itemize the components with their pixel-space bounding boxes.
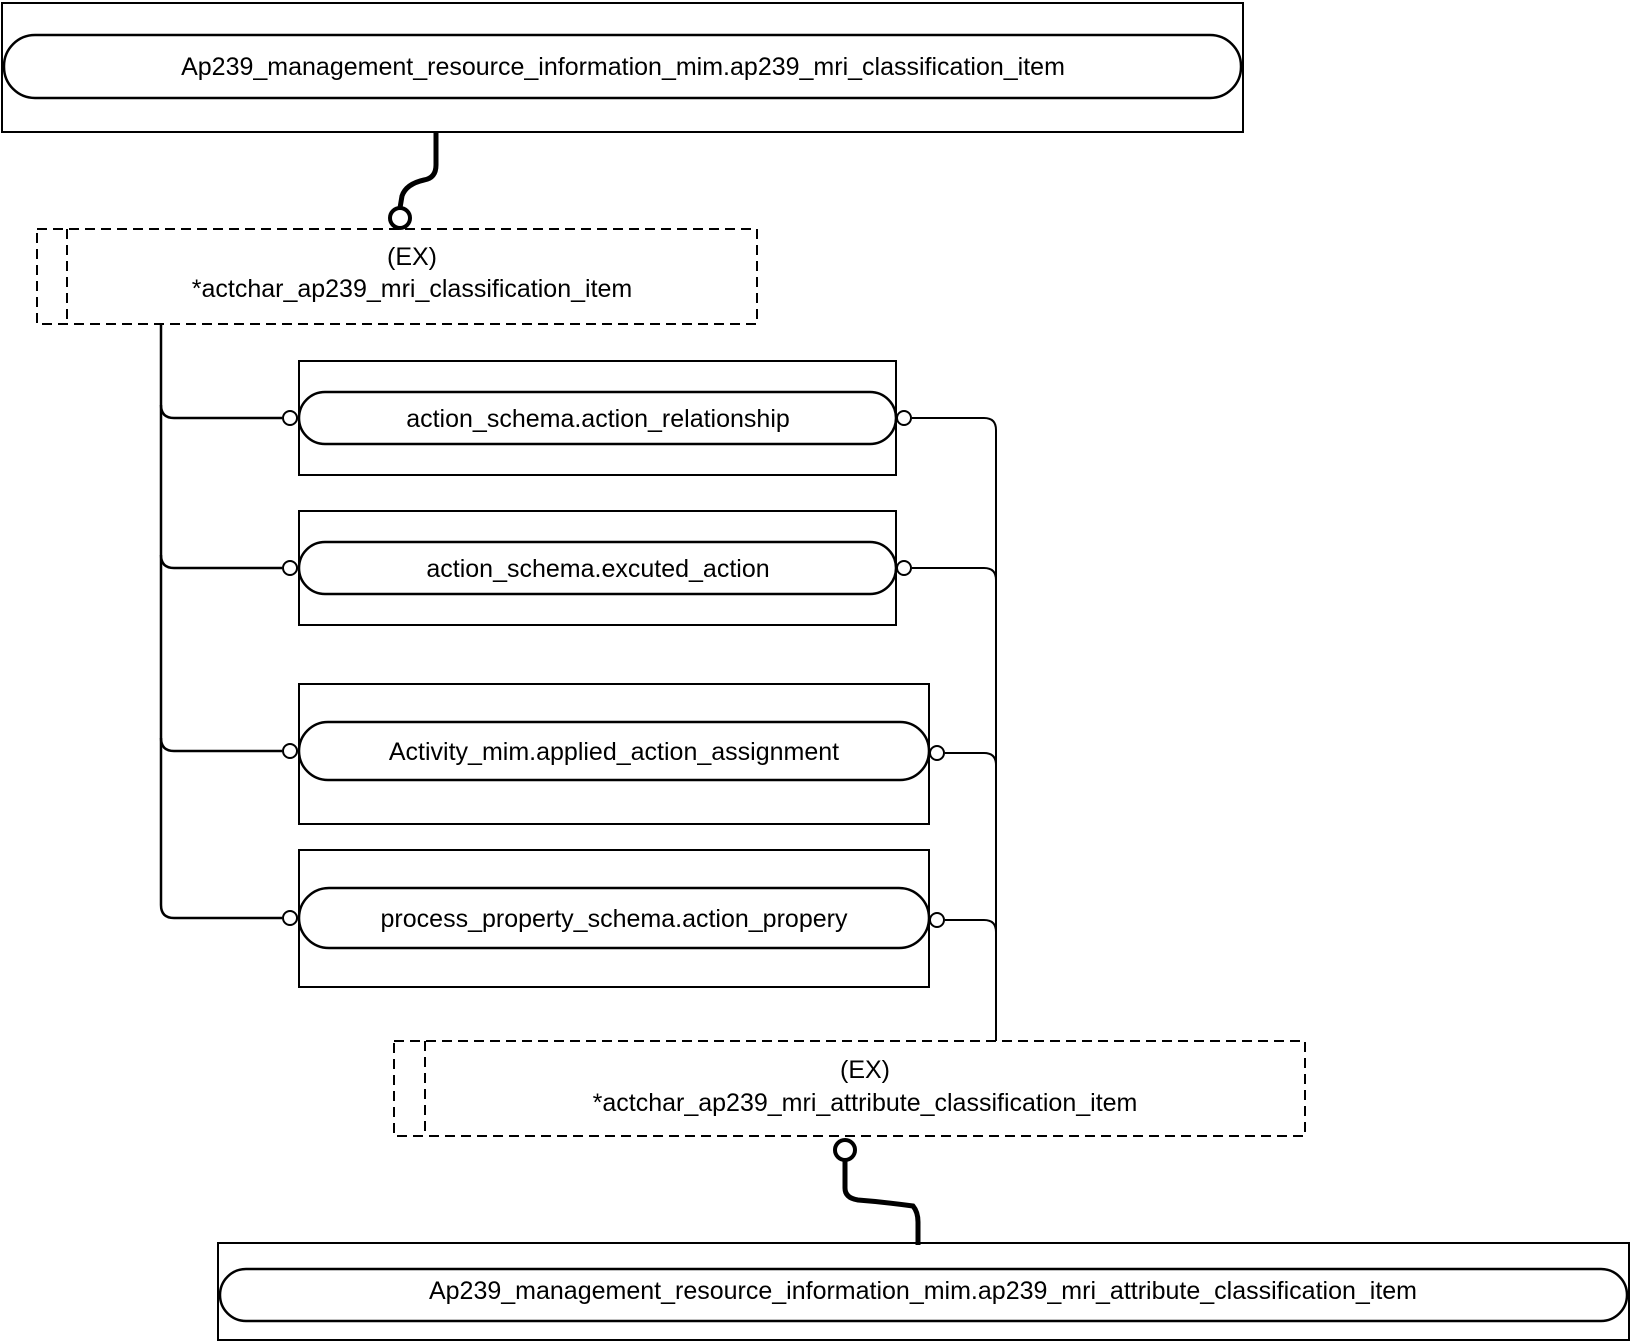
top-entity-pill	[2, 33, 1243, 100]
relationship-circle-icon	[388, 206, 412, 230]
select-type-top[interactable]: (EX) *actchar_ap239_mri_classification_i…	[36, 228, 758, 325]
left-connector-circle-icon	[282, 410, 298, 426]
top-entity-label: Ap239_management_resource_information_mi…	[181, 53, 1065, 81]
bottom-entity-label: Ap239_management_resource_information_mi…	[429, 1277, 1417, 1305]
left-branch-2	[159, 554, 282, 570]
right-bus-line	[912, 417, 997, 1041]
select-top-marker: (EX)	[387, 243, 437, 271]
right-branch-3	[945, 752, 997, 766]
select-item-action-propery[interactable]: process_property_schema.action_propery	[282, 849, 945, 988]
left-connector-circle-icon	[282, 560, 298, 576]
item-label: action_schema.excuted_action	[426, 555, 769, 583]
right-connector-circle-icon	[896, 560, 912, 576]
left-branch-3	[159, 737, 282, 753]
left-bus-line	[159, 324, 282, 920]
left-connector-circle-icon	[282, 910, 298, 926]
supertype-connector-bottom	[842, 1160, 921, 1245]
right-connector-circle-icon	[929, 745, 945, 761]
bottom-entity-frame	[217, 1242, 1630, 1341]
left-branch-1	[159, 404, 282, 420]
select-type-bottom[interactable]: (EX) *actchar_ap239_mri_attribute_classi…	[393, 1040, 1306, 1137]
top-entity-frame	[1, 2, 1244, 133]
select-item-applied-action-assignment[interactable]: Activity_mim.applied_action_assignment	[282, 683, 945, 825]
select-item-action-relationship[interactable]: action_schema.action_relationship	[282, 360, 912, 476]
relationship-circle-icon	[833, 1138, 857, 1162]
top-entity-node[interactable]: Ap239_management_resource_information_mi…	[1, 2, 1244, 133]
item-label: Activity_mim.applied_action_assignment	[389, 738, 839, 766]
item-label: action_schema.action_relationship	[406, 405, 790, 433]
item-label: process_property_schema.action_propery	[381, 905, 848, 933]
select-top-label: *actchar_ap239_mri_classification_item	[192, 275, 633, 303]
item-pill	[297, 720, 931, 782]
bottom-entity-node[interactable]: Ap239_management_resource_information_mi…	[217, 1242, 1630, 1341]
right-connector-circle-icon	[929, 912, 945, 928]
select-item-excuted-action[interactable]: action_schema.excuted_action	[282, 510, 912, 626]
item-pill	[297, 886, 931, 950]
select-bottom-frame	[393, 1040, 1306, 1137]
select-top-frame	[36, 228, 758, 325]
left-connector-circle-icon	[282, 743, 298, 759]
right-branch-4	[945, 919, 997, 933]
bottom-entity-pill	[218, 1267, 1629, 1323]
right-branch-2	[912, 567, 997, 581]
right-connector-circle-icon	[896, 410, 912, 426]
select-bottom-label: *actchar_ap239_mri_attribute_classificat…	[593, 1089, 1138, 1117]
supertype-connector-top	[397, 132, 439, 209]
select-bottom-marker: (EX)	[840, 1056, 890, 1084]
